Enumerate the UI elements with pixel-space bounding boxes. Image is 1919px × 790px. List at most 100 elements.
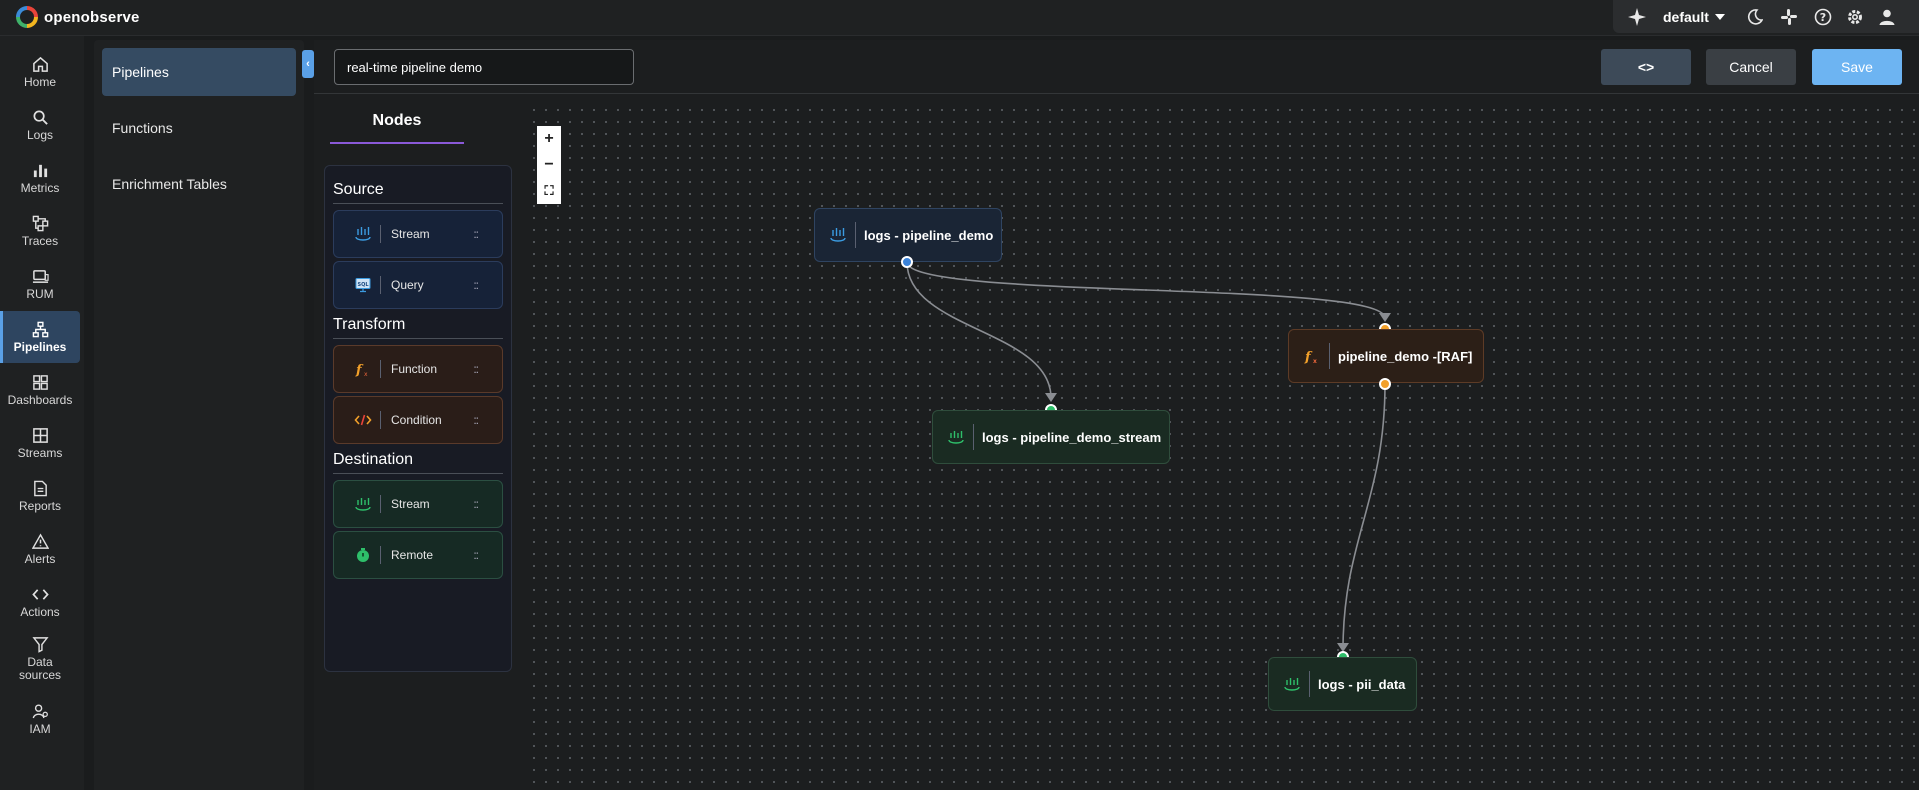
app-logo[interactable]: openobserve (16, 6, 140, 28)
nav-item-logs[interactable]: Logs (0, 99, 80, 151)
nav-label: Dashboards (7, 392, 73, 407)
drag-handle-icon[interactable]: :: (473, 497, 479, 511)
stream-source-icon (829, 226, 847, 244)
save-button[interactable]: Save (1812, 49, 1902, 85)
traces-icon (32, 215, 48, 231)
org-name: default (1663, 8, 1709, 25)
palette-item-label: Condition (391, 413, 442, 427)
nav-label: RUM (26, 286, 54, 301)
palette-item-destination-remote[interactable]: Remote :: (333, 531, 503, 579)
svg-text:x: x (1313, 358, 1317, 364)
stream-source-icon (354, 225, 372, 243)
submenu-item-enrichment-tables[interactable]: Enrichment Tables (112, 176, 227, 192)
node-output-handle[interactable] (1379, 378, 1391, 390)
svg-text:f: f (355, 363, 364, 377)
drag-handle-icon[interactable]: :: (473, 227, 479, 241)
home-icon (32, 56, 48, 72)
tab-nodes[interactable]: Nodes (330, 112, 464, 144)
pipeline-canvas[interactable] (524, 100, 1919, 790)
nav-item-iam[interactable]: IAM (0, 693, 80, 745)
report-icon (33, 480, 47, 496)
nav-label: Actions (20, 604, 60, 619)
slack-icon[interactable] (1777, 5, 1801, 29)
bar-chart-icon (33, 164, 47, 177)
left-nav: Home Logs Metrics Traces RUM Pipelines D… (0, 36, 84, 790)
palette-item-source-stream[interactable]: Stream :: (333, 210, 503, 258)
collapse-menu-button[interactable]: ‹ (302, 50, 314, 78)
nav-item-rum[interactable]: RUM (0, 258, 80, 310)
drag-handle-icon[interactable]: :: (473, 278, 479, 292)
search-icon (33, 110, 48, 125)
pipeline-icon (32, 321, 48, 337)
node-destination-pii[interactable]: logs - pii_data (1268, 657, 1417, 711)
nav-label: Reports (18, 498, 62, 513)
submenu-item-functions[interactable]: Functions (112, 120, 173, 136)
nav-item-alerts[interactable]: Alerts (0, 523, 80, 575)
nav-label: Data sources (18, 655, 62, 682)
user-icon[interactable] (1875, 5, 1899, 29)
node-palette: Source Stream :: SQL Query :: Transform … (324, 165, 512, 672)
nav-item-home[interactable]: Home (0, 46, 80, 98)
nav-item-streams[interactable]: Streams (0, 417, 80, 469)
nav-item-metrics[interactable]: Metrics (0, 152, 80, 204)
node-label: logs - pii_data (1318, 676, 1406, 692)
palette-item-label: Function (391, 362, 438, 376)
drag-handle-icon[interactable]: :: (473, 548, 479, 562)
pipeline-editor: <> Cancel Save Nodes Source Stream :: SQ… (314, 40, 1919, 790)
palette-item-transform-condition[interactable]: Condition :: (333, 396, 503, 444)
nav-item-pipelines[interactable]: Pipelines (0, 311, 80, 363)
zoom-in-button[interactable]: + (544, 130, 554, 147)
pipeline-name-input[interactable] (334, 49, 634, 85)
nav-item-reports[interactable]: Reports (0, 470, 80, 522)
nav-item-dashboards[interactable]: Dashboards (0, 364, 80, 416)
zoom-controls: + − ⛶ (537, 126, 561, 204)
streams-icon (32, 427, 48, 443)
sql-query-icon: SQL (354, 276, 372, 294)
nav-item-data-sources[interactable]: Data sources (0, 629, 80, 689)
nav-label: Traces (21, 233, 59, 248)
svg-text:f: f (1304, 350, 1313, 364)
nav-item-traces[interactable]: Traces (0, 205, 80, 257)
editor-header: <> Cancel Save (314, 40, 1919, 94)
fit-view-button[interactable]: ⛶ (544, 183, 554, 198)
cancel-button[interactable]: Cancel (1706, 49, 1796, 85)
condition-code-icon (354, 411, 372, 429)
stream-destination-icon (1283, 675, 1301, 693)
svg-text:x: x (364, 371, 368, 377)
nav-label: Metrics (20, 180, 60, 195)
drag-handle-icon[interactable]: :: (473, 362, 479, 376)
settings-icon[interactable] (1843, 5, 1867, 29)
palette-item-label: Stream (391, 497, 430, 511)
palette-item-destination-stream[interactable]: Stream :: (333, 480, 503, 528)
moon-icon[interactable] (1743, 5, 1767, 29)
top-bar: openobserve default ? (0, 0, 1919, 36)
code-view-button[interactable]: <> (1601, 49, 1691, 85)
help-icon[interactable]: ? (1811, 5, 1835, 29)
nav-label: Alerts (24, 551, 56, 566)
nav-label: Home (23, 74, 56, 89)
node-label: pipeline_demo -[RAF] (1338, 348, 1473, 364)
node-source-stream[interactable]: logs - pipeline_demo (814, 208, 1002, 262)
palette-section-title: Transform (333, 316, 503, 339)
palette-item-label: Remote (391, 548, 434, 562)
org-selector[interactable]: default (1663, 9, 1725, 25)
nav-item-actions[interactable]: Actions (0, 576, 80, 628)
palette-section-title: Destination (333, 451, 503, 474)
ai-sparkle-icon[interactable] (1625, 5, 1649, 29)
zoom-out-button[interactable]: − (544, 156, 554, 173)
chevron-left-icon: ‹ (306, 58, 310, 70)
app-name: openobserve (44, 8, 140, 26)
pipeline-submenu: Pipelines Functions Enrichment Tables (94, 40, 304, 790)
code-icon (31, 588, 49, 600)
submenu-item-pipelines[interactable]: Pipelines (102, 48, 296, 96)
node-output-handle[interactable] (901, 256, 913, 268)
node-destination-stream[interactable]: logs - pipeline_demo_stream (932, 410, 1170, 464)
palette-item-source-query[interactable]: SQL Query :: (333, 261, 503, 309)
chevron-down-icon (1714, 13, 1725, 20)
palette-item-label: Query (391, 278, 424, 292)
drag-handle-icon[interactable]: :: (473, 413, 479, 427)
monitor-icon (32, 269, 49, 283)
